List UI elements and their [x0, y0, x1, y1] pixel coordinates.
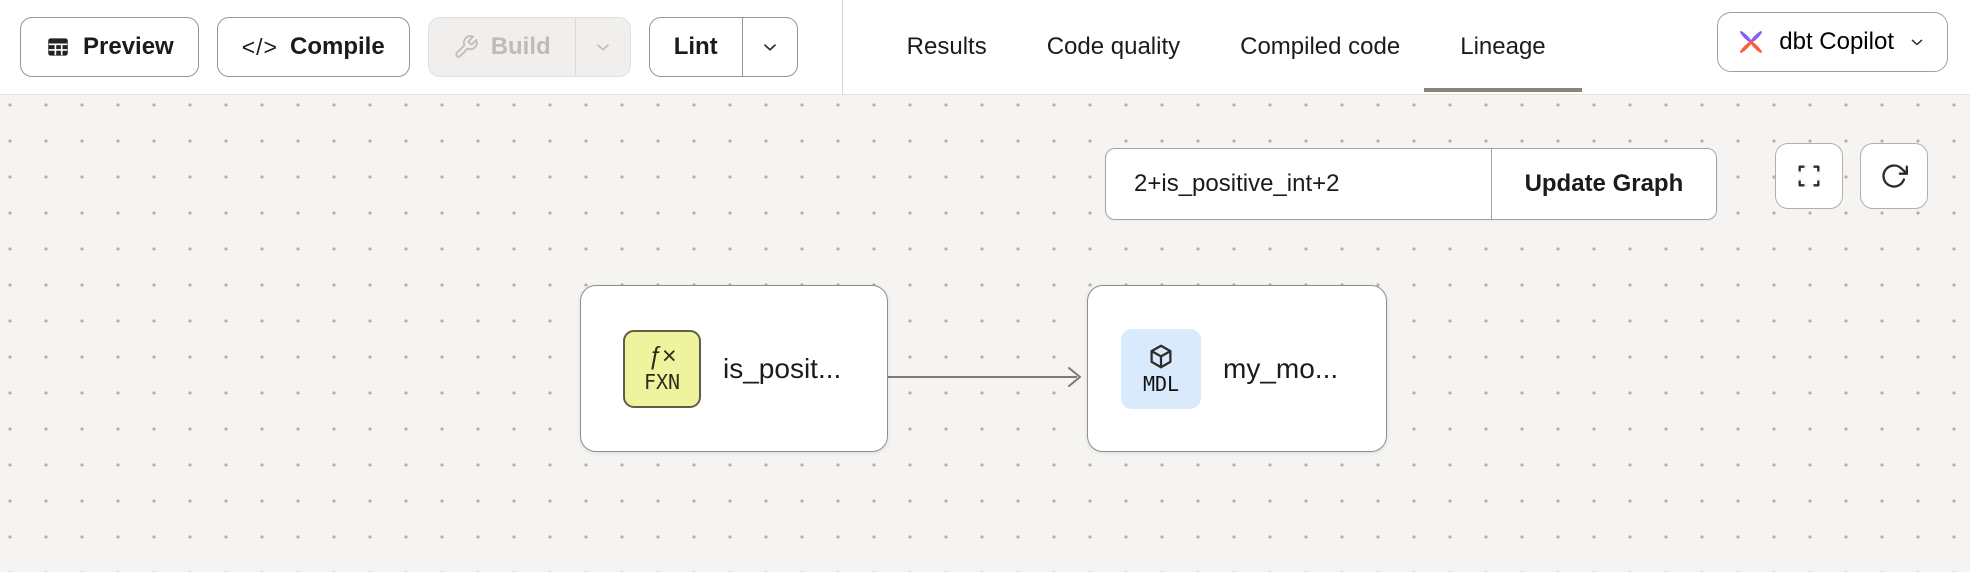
- tab-results-label: Results: [906, 33, 987, 60]
- lint-dropdown-toggle[interactable]: [741, 18, 797, 76]
- lineage-canvas[interactable]: Update Graph ƒ× FXN is_posit...: [0, 95, 1970, 572]
- build-label: Build: [490, 33, 551, 60]
- action-toolbar: Preview </> Compile Build: [0, 0, 816, 94]
- result-tabs: Results Code quality Compiled code Linea…: [907, 0, 1583, 94]
- node-label: my_mo...: [1223, 352, 1339, 384]
- tab-lineage-label: Lineage: [1460, 33, 1546, 60]
- toolbar-divider: [841, 0, 843, 95]
- editor-topbar: Preview </> Compile Build: [0, 0, 1970, 95]
- tab-code-quality-label: Code quality: [1046, 33, 1181, 60]
- preview-label: Preview: [83, 33, 174, 60]
- lint-button[interactable]: Lint: [648, 17, 798, 77]
- compile-button[interactable]: </> Compile: [216, 17, 410, 77]
- refresh-icon: [1880, 162, 1908, 190]
- tab-compiled-code-label: Compiled code: [1240, 33, 1401, 60]
- compile-label: Compile: [290, 33, 385, 60]
- update-graph-button[interactable]: Update Graph: [1490, 149, 1716, 219]
- refresh-graph-button[interactable]: [1860, 143, 1928, 209]
- function-badge: ƒ× FXN: [623, 329, 701, 408]
- tab-compiled-code[interactable]: Compiled code: [1240, 0, 1400, 94]
- cube-icon: [1146, 342, 1176, 372]
- chevron-down-icon: [592, 36, 614, 58]
- dbt-copilot-button[interactable]: dbt Copilot: [1717, 12, 1948, 72]
- lineage-node-model[interactable]: MDL my_mo...: [1087, 285, 1387, 452]
- function-badge-label: FXN: [643, 370, 681, 395]
- lint-label: Lint: [673, 33, 718, 60]
- wrench-icon: [453, 34, 479, 60]
- build-button[interactable]: Build: [427, 17, 631, 77]
- chevron-down-icon: [759, 36, 781, 58]
- code-icon: </>: [241, 33, 278, 60]
- chevron-down-icon: [1907, 32, 1927, 52]
- graph-selector-control: Update Graph: [1105, 148, 1717, 220]
- lineage-node-function[interactable]: ƒ× FXN is_posit...: [580, 285, 888, 452]
- dbt-copilot-label: dbt Copilot: [1779, 28, 1894, 55]
- lineage-edge: [887, 367, 1081, 387]
- model-badge: MDL: [1121, 328, 1201, 409]
- fullscreen-button[interactable]: [1775, 143, 1843, 209]
- model-badge-label: MDL: [1142, 371, 1180, 396]
- build-dropdown-toggle[interactable]: [574, 18, 630, 76]
- tab-code-quality[interactable]: Code quality: [1047, 0, 1180, 94]
- dbt-copilot-icon: [1736, 27, 1766, 57]
- tab-lineage[interactable]: Lineage: [1424, 0, 1583, 94]
- table-icon: [45, 34, 71, 60]
- selector-input[interactable]: [1106, 149, 1491, 219]
- fullscreen-icon: [1795, 162, 1823, 190]
- preview-button[interactable]: Preview: [20, 17, 199, 77]
- node-label: is_posit...: [723, 352, 842, 384]
- fx-glyph: ƒ×: [647, 341, 677, 370]
- tab-results[interactable]: Results: [907, 0, 987, 94]
